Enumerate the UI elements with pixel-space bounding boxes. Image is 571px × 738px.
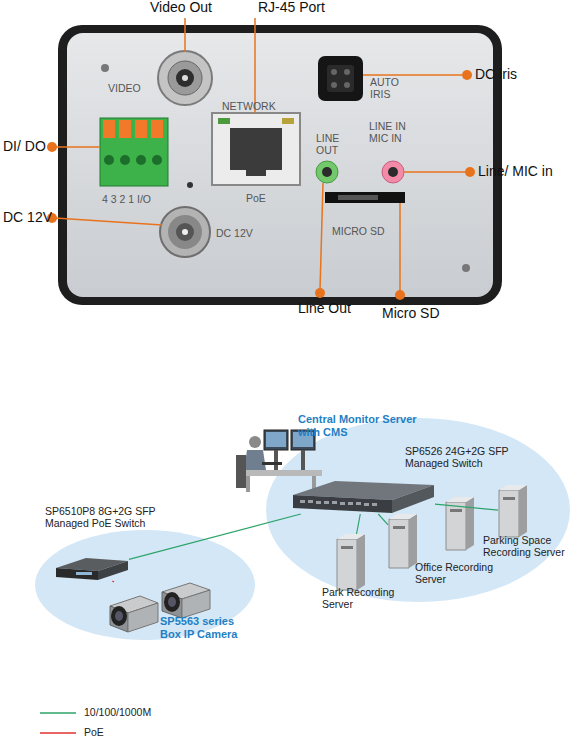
line-out-jack — [316, 161, 338, 183]
jack-hole — [322, 167, 332, 177]
network-link — [357, 514, 361, 534]
callout-label: DC 12V — [3, 209, 52, 225]
sd-slot — [325, 192, 405, 203]
rack-switch — [293, 481, 434, 513]
network-link — [378, 514, 388, 525]
box-camera — [110, 596, 158, 632]
legend-sample — [40, 732, 76, 734]
callout-label: RJ-45 Port — [258, 0, 325, 15]
zone — [266, 418, 570, 602]
panel-text: LINE IN MIC IN — [369, 120, 413, 144]
callout-label: Line Out — [298, 300, 351, 316]
camera-node: SP5563 series Box IP Camera — [104, 582, 212, 634]
panel-text: NETWORK — [222, 100, 276, 112]
server-tower — [446, 497, 474, 550]
node-label: Central Monitor Server with CMS — [298, 413, 418, 438]
server-node: Office Recording Server — [388, 514, 418, 569]
screw — [101, 64, 109, 72]
node-label: Park Recording Server — [322, 586, 407, 610]
pin-label: 4 3 2 1 I/O — [102, 193, 151, 205]
screw — [462, 264, 470, 272]
poe-switch — [56, 558, 128, 580]
panel-frame — [58, 25, 502, 305]
network-link — [435, 504, 498, 510]
zone — [35, 530, 255, 640]
workstation-node: Central Monitor Server with CMS — [232, 425, 327, 493]
node-label: SP6526 24G+2G SFP Managed Switch — [405, 445, 525, 469]
switch-node: SP6526 24G+2G SFP Managed Switch — [292, 481, 435, 514]
iris-connector — [318, 56, 363, 101]
legend-text: PoE — [84, 726, 104, 738]
network-link — [129, 514, 301, 559]
callout-label: DI/ DO — [3, 138, 46, 154]
callout-label: Micro SD — [382, 305, 440, 321]
panel-text: MICRO SD — [332, 225, 385, 237]
workstation — [236, 430, 322, 492]
server-tower — [337, 534, 365, 590]
panel-text: VIDEO — [108, 82, 141, 94]
node-label: SP6510P8 8G+2G SFP Managed PoE Switch — [45, 505, 165, 529]
server-node: Parking Space Recording Server — [498, 485, 528, 538]
bnc-connector — [158, 51, 212, 105]
server-tower — [389, 514, 417, 568]
callout-label: Line/ MIC in — [478, 163, 553, 179]
panel-text: LINE OUT — [316, 132, 346, 156]
line-in-jack — [382, 161, 404, 183]
callout-label: Video Out — [150, 0, 212, 15]
leader-lines — [55, 18, 465, 292]
callout-label: DC iris — [475, 66, 517, 82]
rj45-port — [212, 113, 300, 185]
node-label: Office Recording Server — [415, 561, 500, 585]
server-node: Park Recording Server — [336, 534, 366, 591]
poe-switch-node: SP6510P8 8G+2G SFP Managed PoE Switch — [55, 557, 129, 581]
panel-text: PoE — [246, 192, 266, 204]
server-tower — [499, 485, 527, 537]
panel-plate — [67, 33, 493, 297]
node-label: Parking Space Recording Server — [483, 534, 571, 558]
legend-sample — [40, 712, 76, 714]
jack-hole — [388, 167, 398, 177]
terminal-block — [100, 118, 168, 186]
panel-text: DC 12V — [216, 227, 253, 239]
node-label: SP5563 series Box IP Camera — [160, 615, 250, 640]
legend-text: 10/100/1000M — [84, 706, 151, 718]
panel-text: AUTO IRIS — [370, 76, 410, 100]
dc-connector — [160, 207, 210, 257]
led — [187, 182, 193, 188]
box-camera — [162, 583, 210, 618]
leader-dots — [47, 70, 475, 300]
network-link — [112, 581, 114, 582]
